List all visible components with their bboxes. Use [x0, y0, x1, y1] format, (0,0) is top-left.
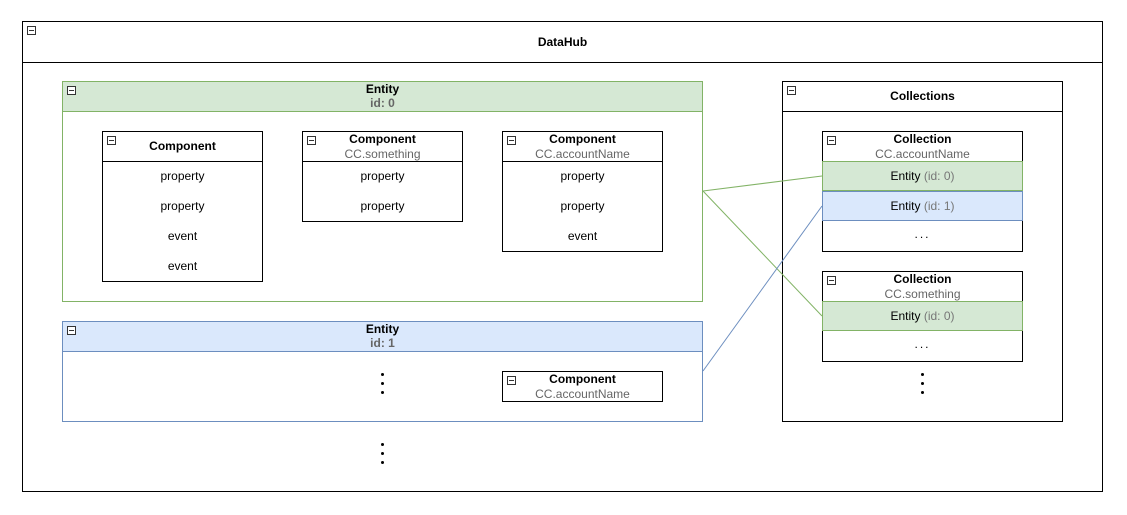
component-event: event: [567, 229, 598, 243]
more-collections-ellipsis: [917, 373, 927, 400]
component-event: event: [167, 229, 198, 243]
component-property: property: [160, 169, 205, 183]
entity-0-id: id: 0: [370, 96, 395, 110]
entity-1-header: [63, 322, 702, 352]
divider: [503, 161, 662, 162]
collapse-icon[interactable]: [827, 136, 836, 145]
entry-label: Entity: [890, 199, 921, 213]
component-box: Component property property event event: [102, 131, 263, 282]
component-title: Component: [549, 372, 616, 386]
collapse-icon[interactable]: [507, 376, 516, 385]
entity-0-title: Entity: [365, 82, 400, 96]
more-entities-ellipsis: [377, 443, 387, 470]
more-entries-ellipsis: ...: [914, 227, 931, 241]
collections-title: Collections: [890, 89, 955, 103]
collapse-icon[interactable]: [507, 136, 516, 145]
collection-box: Collection CC.accountName Entity (id: 0)…: [822, 131, 1023, 252]
collection-entry-entity-0[interactable]: Entity (id: 0): [822, 161, 1023, 191]
collapse-icon[interactable]: [27, 26, 36, 35]
collapse-icon[interactable]: [107, 136, 116, 145]
component-property: property: [360, 169, 405, 183]
more-entries-ellipsis: ...: [914, 337, 931, 351]
collapse-icon[interactable]: [307, 136, 316, 145]
component-title: Component: [549, 132, 616, 146]
component-property: property: [160, 199, 205, 213]
entity-0-header: [63, 82, 702, 112]
component-title: Component: [349, 132, 416, 146]
entry-label: Entity: [890, 169, 921, 183]
collection-entry-entity-1[interactable]: Entity (id: 1): [822, 191, 1023, 221]
component-property: property: [360, 199, 405, 213]
divider: [103, 161, 262, 162]
more-components-ellipsis: [377, 373, 387, 400]
entry-label: Entity: [890, 309, 921, 323]
divider: [783, 111, 1062, 112]
collapse-icon[interactable]: [787, 86, 796, 95]
divider: [23, 62, 1102, 63]
entry-id: (id: 0): [923, 169, 955, 183]
entity-1: Entity id: 1: [62, 321, 703, 422]
collection-box: Collection CC.something Entity (id: 0) .…: [822, 271, 1023, 362]
collapse-icon[interactable]: [67, 326, 76, 335]
collection-subtitle: CC.something: [884, 287, 961, 301]
datahub-title: DataHub: [537, 35, 588, 49]
collapse-icon[interactable]: [827, 276, 836, 285]
collection-entry-entity-0[interactable]: Entity (id: 0): [822, 301, 1023, 331]
component-box: Component CC.something property property: [302, 131, 463, 222]
component-box: Component CC.accountName: [502, 371, 663, 402]
collection-title: Collection: [893, 132, 952, 146]
entry-id: (id: 0): [923, 309, 955, 323]
component-title: Component: [149, 139, 216, 153]
collection-subtitle: CC.accountName: [875, 147, 970, 161]
component-subtitle: CC.something: [344, 147, 421, 161]
collapse-icon[interactable]: [67, 86, 76, 95]
entry-id: (id: 1): [923, 199, 955, 213]
component-subtitle: CC.accountName: [535, 387, 630, 401]
component-property: property: [560, 169, 605, 183]
component-box: Component CC.accountName property proper…: [502, 131, 663, 252]
component-event: event: [167, 259, 198, 273]
divider: [303, 161, 462, 162]
entity-1-id: id: 1: [370, 336, 395, 350]
component-subtitle: CC.accountName: [535, 147, 630, 161]
component-property: property: [560, 199, 605, 213]
entity-1-title: Entity: [365, 322, 400, 336]
collection-title: Collection: [893, 272, 952, 286]
